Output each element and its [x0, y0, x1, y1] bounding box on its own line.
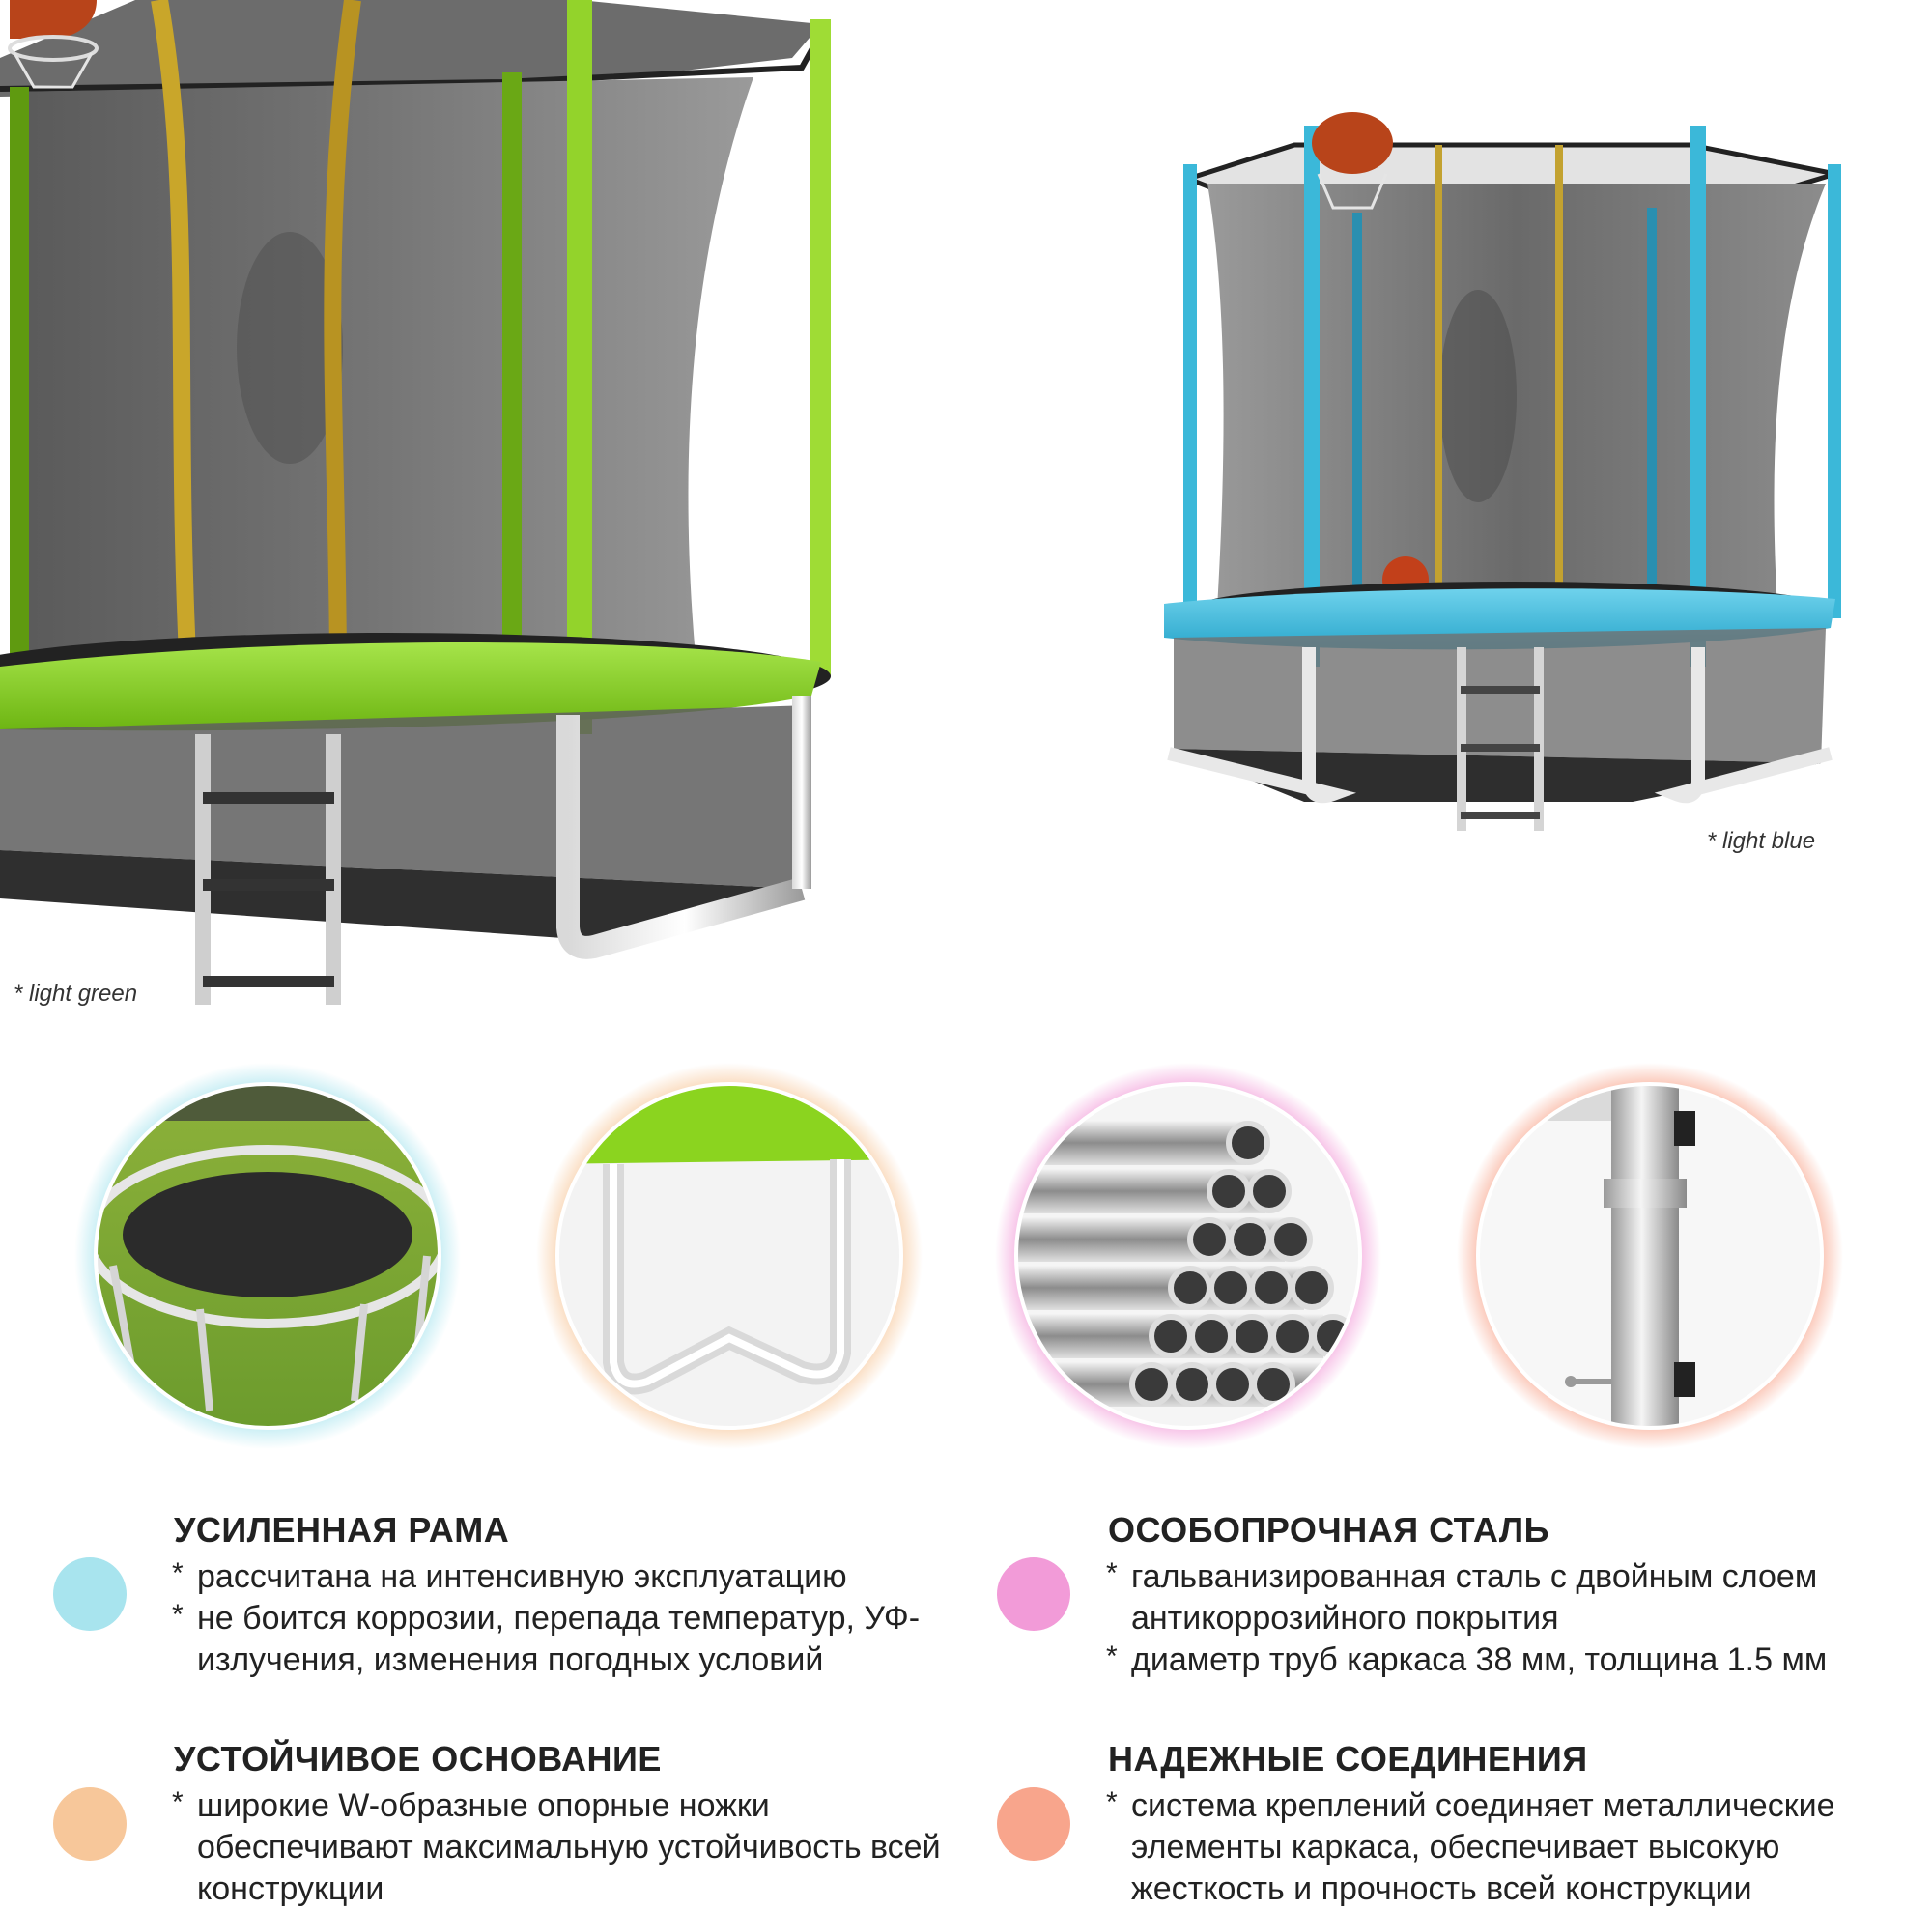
detail-frame-circle	[74, 1063, 461, 1449]
feature-base: УСТОЙЧИВОЕ ОСНОВАНИЕ *широкие W-образные…	[172, 1739, 947, 1910]
feature-base-dot	[53, 1787, 127, 1861]
feature-steel-bullet: *диаметр труб каркаса 38 мм, толщина 1.5…	[1106, 1640, 1828, 1678]
feature-frame-dot	[53, 1557, 127, 1631]
feature-steel-bullet: *гальванизированная сталь с двойным слое…	[1106, 1557, 1818, 1637]
feature-frame: УСИЛЕННАЯ РАМА *рассчитана на интенсивну…	[172, 1510, 966, 1681]
caption-light-blue: * light blue	[1707, 828, 1816, 854]
caption-light-green: * light green	[14, 981, 138, 1007]
detail-joint-circle	[1457, 1063, 1843, 1449]
detail-steel-circle	[995, 1063, 1381, 1449]
feature-frame-bullet: *рассчитана на интенсивную эксплуатацию	[172, 1557, 847, 1595]
feature-steel-title: ОСОБОПРОЧНАЯ СТАЛЬ	[1108, 1510, 1549, 1550]
feature-joint: НАДЕЖНЫЕ СОЕДИНЕНИЯ *система креплений с…	[1106, 1739, 1910, 1910]
feature-joint-bullet: *система креплений соединяет металлическ…	[1106, 1786, 1835, 1907]
trampoline-blue-image	[1164, 112, 1841, 831]
feature-frame-title: УСИЛЕННАЯ РАМА	[174, 1510, 510, 1550]
feature-steel: ОСОБОПРОЧНАЯ СТАЛЬ *гальванизированная с…	[1106, 1510, 1910, 1681]
feature-steel-dot	[997, 1557, 1070, 1631]
feature-base-title: УСТОЙЧИВОЕ ОСНОВАНИЕ	[174, 1739, 662, 1779]
detail-base-circle	[536, 1063, 923, 1449]
feature-joint-title: НАДЕЖНЫЕ СОЕДИНЕНИЯ	[1108, 1739, 1588, 1779]
feature-joint-dot	[997, 1787, 1070, 1861]
feature-frame-bullet: *не боится коррозии, перепада температур…	[172, 1599, 921, 1678]
feature-base-bullet: *широкие W-образные опорные ножки обеспе…	[172, 1786, 941, 1907]
trampoline-green-image	[0, 0, 831, 1005]
